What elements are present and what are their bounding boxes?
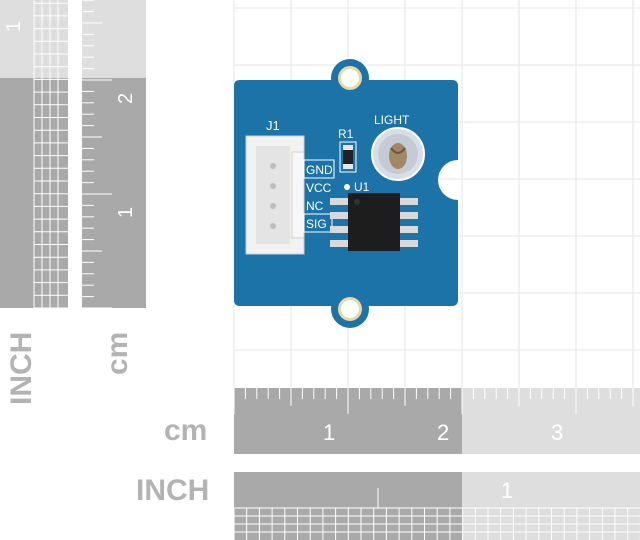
vertical-cm-ruler: 2 1 [82, 0, 146, 309]
vertical-cm-label: cm [101, 332, 134, 375]
horizontal-inch-ruler: 1 [233, 472, 640, 540]
resistor [339, 141, 357, 173]
vertical-cm-number-2: 2 [115, 93, 137, 104]
horizontal-cm-number-3: 3 [551, 420, 563, 445]
horizontal-cm-number-1: 1 [323, 420, 335, 445]
vertical-inch-label: INCH [5, 332, 38, 405]
vertical-inch-number: 1 [3, 21, 25, 32]
grove-connector [245, 135, 305, 255]
pin-label-vcc: VCC [306, 181, 332, 195]
light-sensor-board: J1 GND VCC NC SIG R1 LIGHT U1 [234, 59, 458, 328]
horizontal-inch-number-1: 1 [501, 478, 513, 503]
vertical-inch-ruler: 1 [0, 0, 68, 309]
horizontal-cm-number-2: 2 [437, 420, 449, 445]
light-sensor [371, 127, 425, 181]
pin-label-nc: NC [306, 199, 324, 213]
horizontal-cm-label: cm [164, 414, 207, 447]
chip-label: U1 [354, 180, 370, 194]
pin-label-sig: SIG [306, 217, 327, 231]
horizontal-inch-label: INCH [136, 474, 209, 507]
ic-chip [330, 193, 418, 251]
resistor-label: R1 [338, 127, 354, 141]
pin-label-gnd: GND [306, 163, 333, 177]
connector-label: J1 [266, 118, 280, 133]
vertical-cm-number-1: 1 [115, 207, 137, 218]
sensor-label: LIGHT [374, 113, 410, 127]
horizontal-cm-ruler: 1 2 3 [233, 388, 640, 454]
